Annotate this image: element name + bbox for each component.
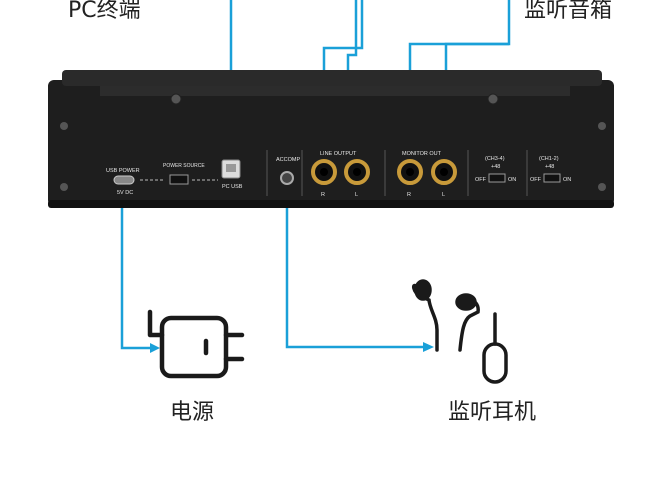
- pc-terminal-label: PC终端: [68, 0, 141, 23]
- power-source-label: POWER SOURCE: [163, 163, 205, 169]
- power-source-switch: [169, 174, 189, 185]
- monitor-headphones-label: 监听耳机: [448, 400, 537, 425]
- screw: [598, 183, 606, 191]
- screw: [60, 122, 68, 130]
- power-adapter-icon: [147, 309, 245, 379]
- ch34-off-label: OFF: [475, 177, 487, 183]
- audio-interface-rear-panel: USB POWER 5V DC POWER SOURCE PC USB ACCO…: [48, 70, 614, 208]
- headphone-cable: [285, 185, 425, 349]
- accomp-jack: [280, 171, 294, 185]
- ch34-label: (CH3-4): [485, 156, 505, 162]
- line-output-label: LINE OUTPUT: [320, 151, 357, 157]
- screw: [487, 93, 499, 105]
- headphone-arrow: [423, 342, 434, 352]
- ch34-phantom-label: +48: [491, 164, 500, 170]
- line-l-label: L: [355, 192, 358, 198]
- accomp-label: ACCOMP: [276, 157, 300, 163]
- usb-power-label: USB POWER: [106, 168, 140, 174]
- ch12-off-label: OFF: [530, 177, 542, 183]
- line-r-label: R: [321, 192, 325, 198]
- ch12-label: (CH1-2): [539, 156, 559, 162]
- earphones-icon: [412, 279, 508, 384]
- screw: [598, 122, 606, 130]
- ch34-on-label: ON: [508, 177, 516, 183]
- monitor-l-label: L: [442, 192, 445, 198]
- monitor-r-label: R: [407, 192, 411, 198]
- ch12-on-label: ON: [563, 177, 571, 183]
- usb-c-port: [113, 175, 135, 185]
- screw: [60, 183, 68, 191]
- cable-lines: [120, 0, 511, 350]
- power-label: 电源: [170, 400, 215, 425]
- power-arrow: [150, 343, 160, 353]
- monitor-out-label: MONITOR OUT: [402, 151, 442, 157]
- phantom-switch-ch12: [543, 173, 561, 183]
- phantom-switch-ch34: [488, 173, 506, 183]
- power-cable: [120, 192, 150, 350]
- screw: [170, 93, 182, 105]
- pc-usb-label: PC USB: [222, 184, 243, 190]
- ch12-phantom-label: +48: [545, 164, 554, 170]
- monitor-speakers-label: 监听音箱: [524, 0, 613, 23]
- dc-label: 5V DC: [117, 190, 133, 196]
